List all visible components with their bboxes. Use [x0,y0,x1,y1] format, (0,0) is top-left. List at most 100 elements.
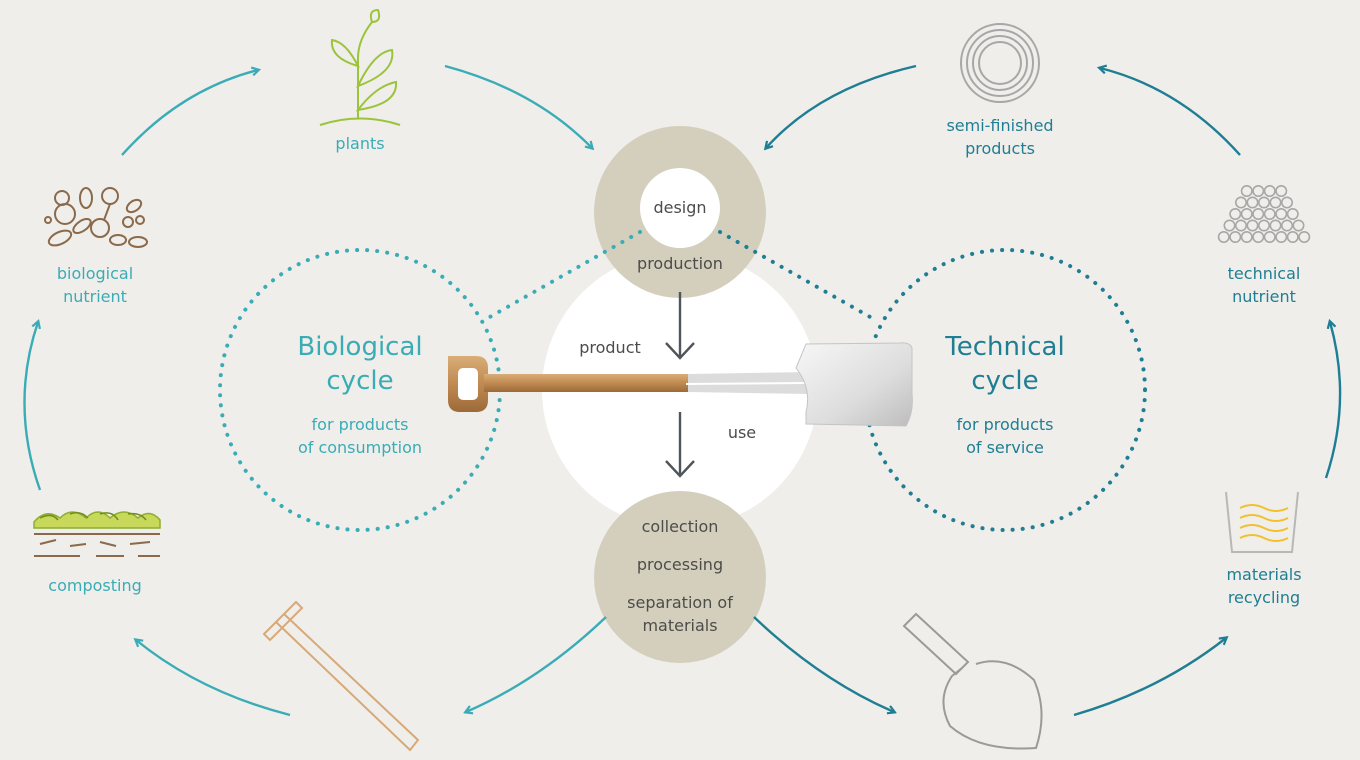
technical-title-line2: cycle [971,366,1039,396]
design-label-text: design [653,198,707,217]
rod-circle [1246,196,1259,209]
rod-circle [1229,208,1242,221]
biological-cycle-title: Biological cycle [280,330,440,398]
rod-circle [1275,231,1288,244]
production-label: production [620,252,740,275]
biological-nutrient-line1: biological [56,264,134,283]
rod-circle [1258,196,1271,209]
rod-circle [1281,219,1294,232]
rod-circle [1292,219,1305,232]
spade-icon [448,342,913,427]
recovery-hub [594,491,766,663]
use-label: use [712,421,772,444]
arrow-nutrient-to-plants [121,70,258,156]
composting-label-text: composting [48,576,142,595]
rod-circle [1240,208,1253,221]
rod-circle [1286,208,1299,221]
biological-subtitle-line1: for products [311,415,409,434]
rod-circle [1240,231,1253,244]
design-label: design [630,196,730,219]
arrow-nutrient-to-semifinished [1100,68,1241,156]
separation-label: separation of materials [605,591,755,637]
biological-subtitle-line2: of consumption [297,438,423,457]
arrow-recovery-to-blade [753,616,894,712]
rod-circle [1269,219,1282,232]
rod-circle [1217,231,1230,244]
collection-label: collection [605,515,755,538]
rod-circle [1252,185,1265,198]
product-down-arrow [665,292,695,360]
semi-finished-label: semi-finished products [930,114,1070,160]
biological-nutrient-line2: nutrient [63,287,127,306]
melting-pot-icon [1225,491,1299,553]
production-label-text: production [637,254,723,273]
materials-recycling-line1: materials [1226,565,1302,584]
collection-label-text: collection [641,517,719,536]
technical-nutrient-line2: nutrient [1232,287,1296,306]
arrow-semifinished-to-production [766,64,917,148]
technical-title-line1: Technical [945,332,1065,362]
design-hub [640,168,720,248]
arrow-recovery-to-handle [466,616,607,712]
rod-circle [1298,231,1311,244]
biological-nutrient-label: biological nutrient [30,262,160,308]
product-label: product [560,336,660,359]
technical-cycle-title: Technical cycle [925,330,1085,398]
separation-line1: separation of [627,593,733,612]
semi-finished-line1: semi-finished [946,116,1054,135]
shovel-blade-icon [902,612,1043,750]
biological-title-line1: Biological [297,332,423,362]
technical-subtitle-line2: of service [966,438,1044,457]
plants-label: plants [310,132,410,155]
rod-circle [1252,208,1265,221]
biological-title-line2: cycle [326,366,394,396]
rod-circle [1286,231,1299,244]
rod-circle [1240,185,1253,198]
arrow-blade-to-recycling [1073,638,1226,717]
use-down-arrow [665,412,695,478]
rod-circle [1263,185,1276,198]
separation-line2: materials [642,616,718,635]
compost-soil-icon [33,511,161,557]
arrow-recycling-to-nutrient [1324,322,1342,479]
semi-finished-line2: products [965,139,1035,158]
arrow-plants-to-production [444,64,592,148]
arrow-handle-to-composting [136,640,291,717]
rod-circle [1281,196,1294,209]
materials-recycling-line2: recycling [1227,588,1301,607]
rod-circle [1263,231,1276,244]
sprout-icon [319,8,401,126]
biological-link-dots [486,230,642,320]
technical-cycle-ring [863,248,1147,532]
processing-label-text: processing [636,555,724,574]
rod-circle [1258,219,1271,232]
stacked-rods-icon [1217,185,1311,244]
cells-icon [44,187,148,248]
rod-circle [1252,231,1265,244]
product-label-text: product [579,338,641,357]
materials-recycling-label: materials recycling [1199,563,1329,609]
use-label-text: use [727,423,757,442]
wooden-handle-icon [262,600,420,752]
technical-nutrient-line1: technical [1227,264,1301,283]
rod-circle [1275,208,1288,221]
rod-circle [1246,219,1259,232]
plants-label-text: plants [335,134,385,153]
technical-subtitle-line1: for products [956,415,1054,434]
processing-label: processing [605,553,755,576]
technical-link-dots [718,230,874,320]
rod-circle [1229,231,1242,244]
arrow-composting-to-nutrient [23,322,42,491]
composting-label: composting [30,574,160,597]
technical-nutrient-label: technical nutrient [1199,262,1329,308]
coil-icon [960,23,1040,103]
rod-circle [1235,219,1248,232]
technical-cycle-subtitle: for products of service [915,413,1095,459]
rod-circle [1275,185,1288,198]
rod-circle [1235,196,1248,209]
rod-circle [1263,208,1276,221]
rod-circle [1223,219,1236,232]
rod-circle [1269,196,1282,209]
